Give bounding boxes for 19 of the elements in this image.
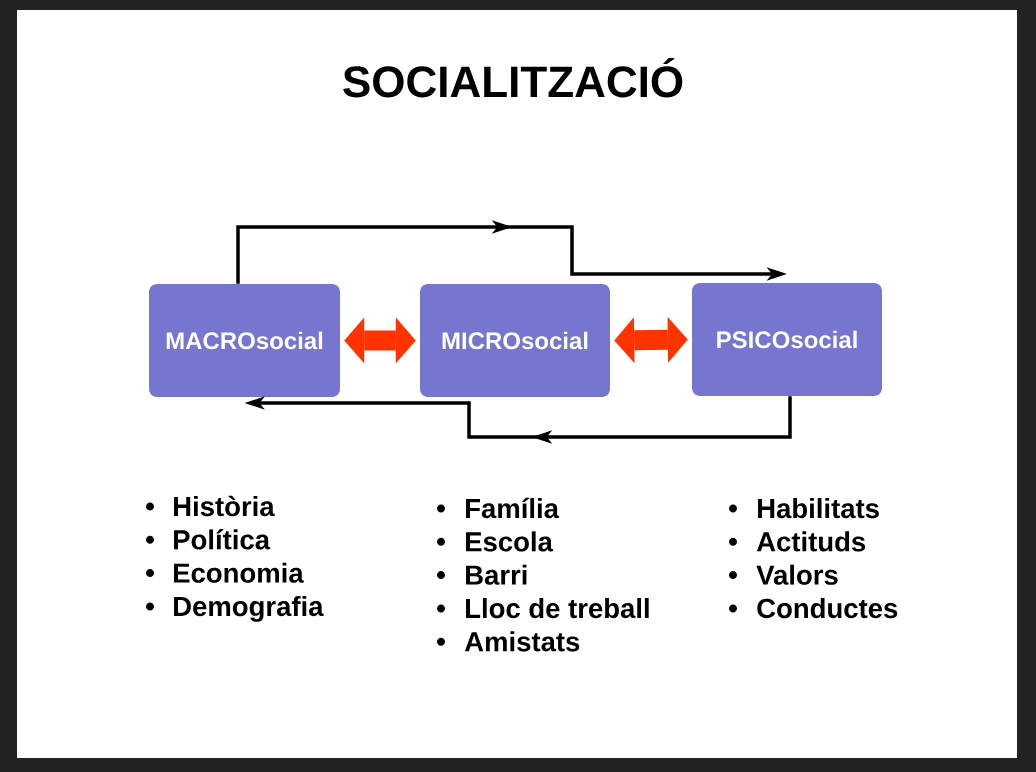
list-item: Conductes [757, 597, 898, 619]
list-item: Habilitats [758, 498, 879, 519]
process-box: PSICOsocial [692, 283, 882, 396]
list-item: Escola [466, 531, 554, 552]
list-item: Família [466, 497, 560, 519]
list-item: Valors [756, 564, 838, 585]
list-item: Política [174, 529, 271, 550]
list-item: Lloc de treball [466, 597, 649, 619]
list-item: Amistats [464, 631, 580, 652]
process-box: MACROsocial [149, 284, 340, 397]
list-item: Barri [466, 564, 527, 585]
title: SOCIALITZACIÓ [343, 58, 683, 98]
process-box: MICROsocial [420, 284, 610, 397]
list-item: Demografia [174, 595, 324, 622]
list-item: Economia [174, 562, 304, 583]
double-arrow [344, 317, 416, 364]
list-item: Història [174, 495, 275, 517]
list-item: Actituds [756, 531, 866, 552]
double-arrow [614, 316, 688, 364]
